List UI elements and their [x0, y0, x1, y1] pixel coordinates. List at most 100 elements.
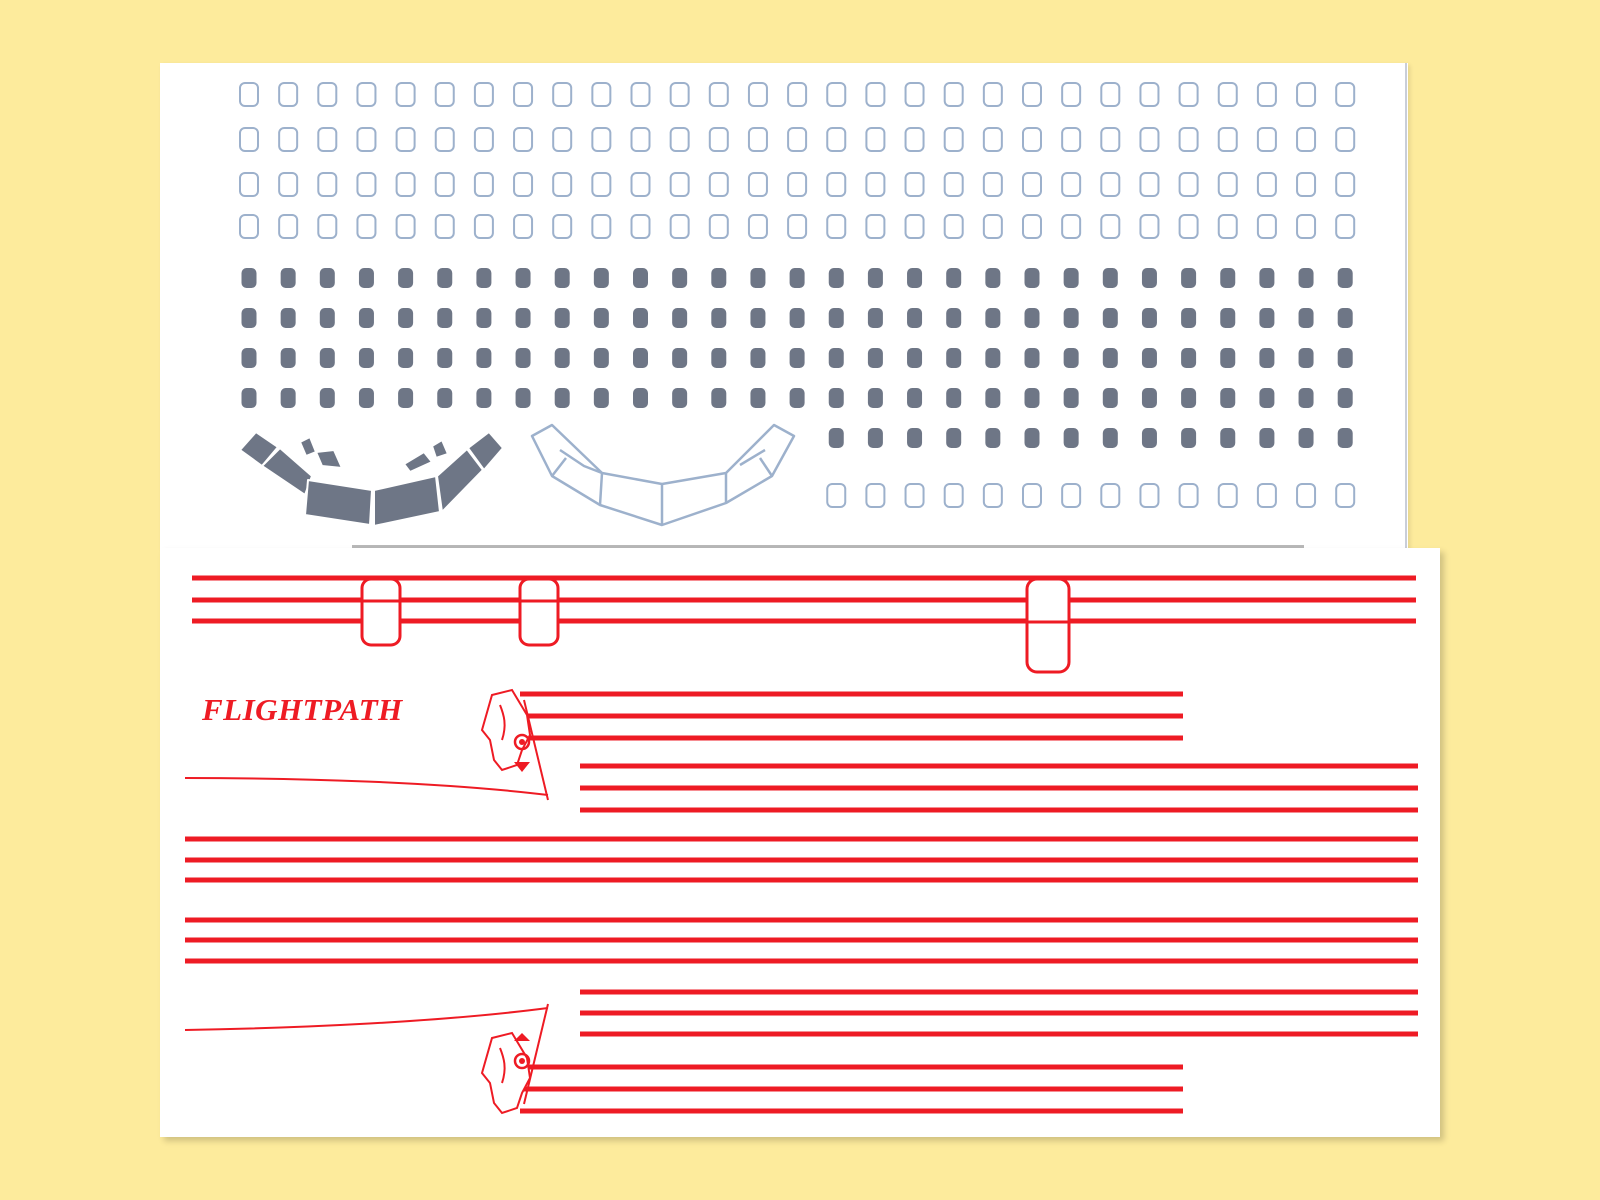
window-solid-decal: [946, 388, 962, 408]
window-solid-decal: [1337, 268, 1353, 288]
window-decals: [239, 82, 1356, 508]
window-outline-decal: [708, 214, 729, 239]
window-outline-decal: [1296, 172, 1317, 197]
window-outline-decal: [904, 214, 925, 239]
window-outline-decal: [513, 214, 534, 239]
stripe-logo-upper: [520, 735, 1183, 741]
window-solid-decal: [907, 428, 923, 448]
window-solid-decal: [1024, 388, 1040, 408]
window-solid-decal: [437, 268, 453, 288]
window-solid-decal: [1337, 308, 1353, 328]
window-outline-decal: [1178, 483, 1199, 508]
window-outline-decal: [708, 127, 729, 152]
stripe-mid-right: [580, 763, 1418, 769]
indian-head-logo-icon: [480, 688, 532, 772]
window-outline-decal: [1296, 214, 1317, 239]
window-solid-decal: [1220, 348, 1236, 368]
window-outline-decal: [904, 483, 925, 508]
window-outline-decal: [434, 127, 455, 152]
window-outline-decal: [395, 172, 416, 197]
window-outline-decal: [513, 172, 534, 197]
window-outline-decal: [395, 127, 416, 152]
window-outline-decal: [1256, 82, 1277, 107]
window-outline-decal: [943, 127, 964, 152]
window-solid-decal: [867, 308, 883, 328]
window-solid-decal: [985, 388, 1001, 408]
window-solid-decal: [515, 348, 531, 368]
window-outline-decal: [1178, 214, 1199, 239]
stripe-logo-lower: [520, 1108, 1183, 1114]
door-outline-1: [360, 577, 402, 647]
window-solid-decal: [1298, 268, 1314, 288]
window-solid-decal: [789, 388, 805, 408]
window-solid-decal: [554, 268, 570, 288]
window-outline-decal: [356, 172, 377, 197]
window-solid-decal: [750, 388, 766, 408]
window-solid-decal: [437, 388, 453, 408]
window-solid-decal: [280, 348, 296, 368]
window-solid-decal: [398, 348, 414, 368]
window-outline-decal: [1022, 172, 1042, 197]
window-outline-decal: [1061, 214, 1082, 239]
window-solid-decal: [241, 348, 257, 368]
window-outline-decal: [1178, 82, 1199, 107]
window-outline-decal: [552, 127, 573, 152]
window-outline-decal: [982, 127, 1003, 152]
window-solid-decal: [280, 268, 296, 288]
window-outline-decal: [630, 127, 651, 152]
window-solid-decal: [1102, 308, 1118, 328]
window-solid-decal: [593, 268, 609, 288]
window-outline-decal: [1061, 172, 1082, 197]
sheet-edge: [1405, 63, 1407, 549]
window-solid-decal: [672, 268, 688, 288]
window-solid-decal: [907, 308, 923, 328]
window-outline-decal: [1061, 127, 1082, 152]
stripe-logo-lower: [520, 1086, 1183, 1092]
window-outline-decal: [239, 82, 259, 107]
stripe-low-right: [580, 1010, 1418, 1016]
stripe-top: [192, 618, 1416, 624]
window-solid-decal: [828, 268, 844, 288]
window-outline-decal: [434, 172, 455, 197]
window-solid-decal: [985, 308, 1001, 328]
window-solid-decal: [1337, 388, 1353, 408]
window-outline-decal: [708, 172, 729, 197]
window-outline-decal: [317, 127, 338, 152]
window-outline-decal: [239, 172, 259, 197]
window-solid-decal: [672, 388, 688, 408]
window-outline-decal: [1061, 82, 1082, 107]
window-outline-decal: [826, 172, 847, 197]
stripe-long-a: [185, 836, 1418, 842]
door-decals: [360, 577, 1071, 674]
window-solid-decal: [398, 388, 414, 408]
window-outline-decal: [787, 214, 808, 239]
window-solid-decal: [1102, 428, 1118, 448]
window-solid-decal: [398, 268, 414, 288]
window-solid-decal: [1141, 308, 1157, 328]
window-solid-decal: [1181, 268, 1197, 288]
window-outline-decal: [1217, 214, 1238, 239]
window-outline-decal: [356, 127, 377, 152]
window-solid-decal: [907, 348, 923, 368]
window-solid-decal: [907, 268, 923, 288]
window-solid-decal: [1220, 308, 1236, 328]
window-solid-decal: [476, 348, 492, 368]
window-solid-decal: [946, 268, 962, 288]
window-solid-decal: [319, 348, 335, 368]
window-outline-decal: [1335, 127, 1356, 152]
window-outline-decal: [1256, 172, 1277, 197]
stripe-low-right: [580, 1031, 1418, 1037]
window-solid-decal: [280, 388, 296, 408]
window-outline-decal: [513, 82, 534, 107]
window-outline-decal: [747, 172, 768, 197]
window-outline-decal: [317, 214, 338, 239]
window-outline-decal: [669, 172, 690, 197]
window-outline-decal: [473, 172, 494, 197]
window-outline-decal: [278, 127, 299, 152]
window-solid-decal: [241, 268, 257, 288]
stripe-logo-lower: [520, 1064, 1183, 1070]
window-solid-decal: [672, 308, 688, 328]
window-solid-decal: [241, 388, 257, 408]
window-solid-decal: [867, 428, 883, 448]
